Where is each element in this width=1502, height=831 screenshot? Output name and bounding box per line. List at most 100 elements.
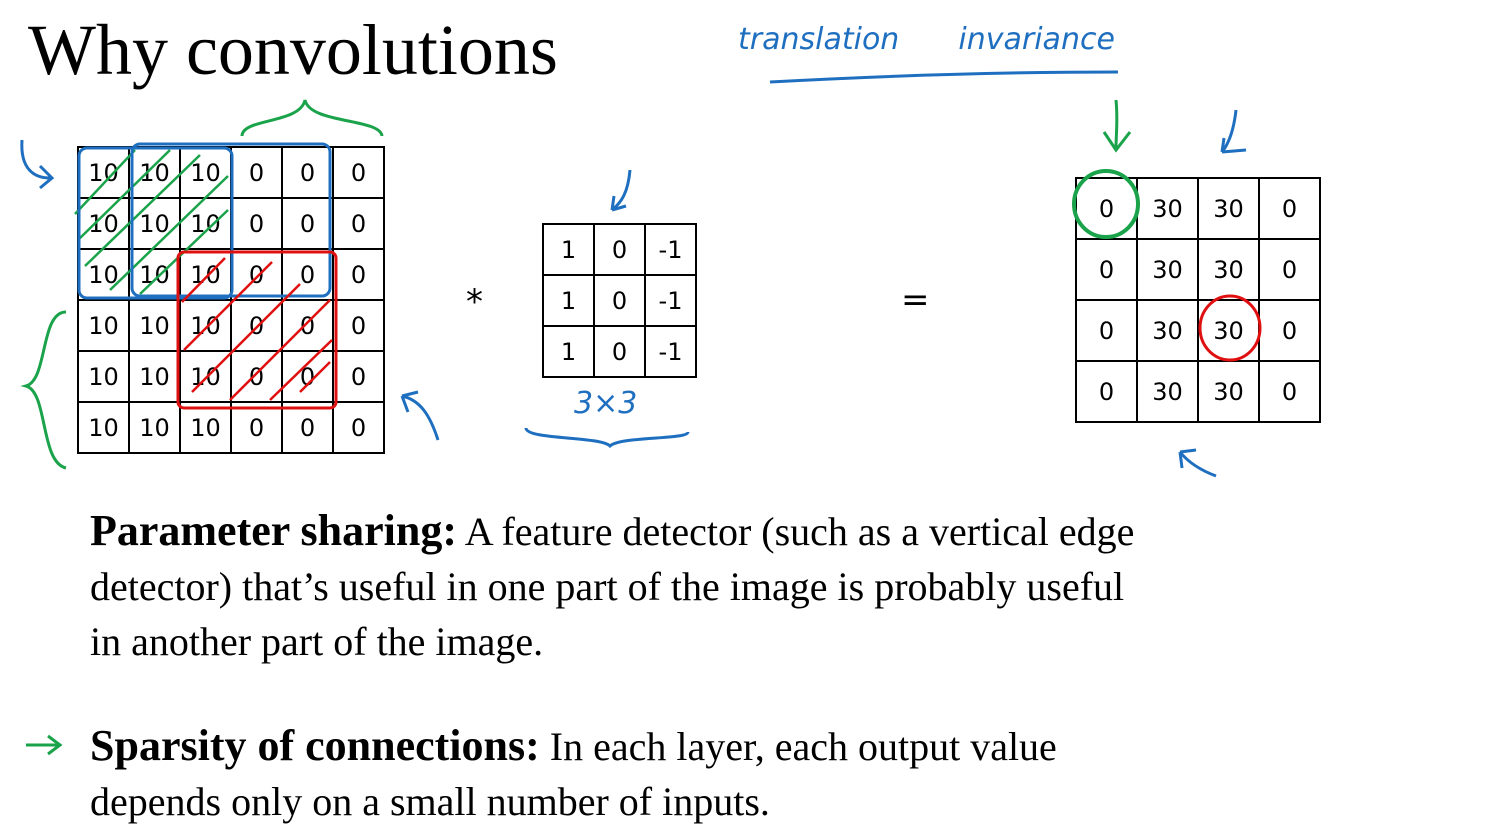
matrix-cell: 0 xyxy=(230,401,283,454)
matrix-cell: 0 xyxy=(1075,177,1138,240)
bullet-arrow-icon xyxy=(26,734,63,756)
point-line: depends only on a small number of inputs… xyxy=(90,779,770,824)
matrix-cell: 0 xyxy=(281,197,334,250)
point-line: detector) that’s useful in one part of t… xyxy=(90,564,1125,609)
matrix-cell: 1 xyxy=(542,325,595,378)
matrix-cell: 30 xyxy=(1136,299,1199,362)
annotation-invariance: invariance xyxy=(958,22,1115,57)
input-top-brace xyxy=(240,99,384,137)
input-left-brace xyxy=(20,310,67,470)
page-title: Why convolutions xyxy=(28,10,558,90)
matrix-cell: 10 xyxy=(77,350,130,403)
point-line: in another part of the image. xyxy=(90,619,544,664)
matrix-cell: 10 xyxy=(77,299,130,352)
annotation-translation: translation xyxy=(738,22,900,57)
parameter-sharing-point: Parameter sharing: A feature detector (s… xyxy=(90,503,1134,669)
matrix-cell: 10 xyxy=(179,197,232,250)
matrix-cell: 10 xyxy=(128,146,181,199)
arrow-left-icon xyxy=(20,139,55,190)
matrix-cell: 0 xyxy=(332,350,385,403)
arrow-output-blue-icon xyxy=(1220,109,1247,154)
matrix-cell: 10 xyxy=(128,350,181,403)
matrix-cell: 10 xyxy=(77,248,130,301)
matrix-cell: 0 xyxy=(281,299,334,352)
matrix-cell: 30 xyxy=(1136,360,1199,423)
matrix-cell: 0 xyxy=(230,197,283,250)
matrix-cell: 0 xyxy=(332,401,385,454)
matrix-cell: 10 xyxy=(179,248,232,301)
point-line: A feature detector (such as a vertical e… xyxy=(464,509,1135,554)
matrix-cell: 10 xyxy=(179,146,232,199)
matrix-cell: 1 xyxy=(542,223,595,276)
matrix-cell: 0 xyxy=(281,401,334,454)
matrix-cell: 0 xyxy=(332,146,385,199)
matrix-cell: 0 xyxy=(1258,238,1321,301)
matrix-cell: 10 xyxy=(77,197,130,250)
matrix-cell: 10 xyxy=(128,248,181,301)
convolution-operator: * xyxy=(466,282,483,322)
matrix-cell: 0 xyxy=(1258,360,1321,423)
matrix-cell: 0 xyxy=(332,248,385,301)
matrix-cell: 10 xyxy=(179,401,232,454)
matrix-cell: 0 xyxy=(332,299,385,352)
annotation-translation-invariance: translation invariance xyxy=(738,22,1115,57)
matrix-cell: 10 xyxy=(128,197,181,250)
arrow-input-icon xyxy=(400,390,440,441)
matrix-cell: -1 xyxy=(644,325,697,378)
matrix-cell: 0 xyxy=(230,248,283,301)
matrix-cell: -1 xyxy=(644,223,697,276)
matrix-cell: 10 xyxy=(77,146,130,199)
matrix-cell: 10 xyxy=(179,350,232,403)
matrix-cell: 10 xyxy=(128,299,181,352)
matrix-cell: 0 xyxy=(593,274,646,327)
matrix-cell: 0 xyxy=(281,248,334,301)
matrix-cell: 30 xyxy=(1197,299,1260,362)
equals-operator: = xyxy=(901,280,930,320)
arrow-output-bottom-icon xyxy=(1178,448,1217,478)
sparsity-point: Sparsity of connections: In each layer, … xyxy=(90,718,1057,829)
filter-bottom-brace xyxy=(524,427,690,449)
matrix-cell: 0 xyxy=(1075,238,1138,301)
matrix-cell: 0 xyxy=(230,299,283,352)
matrix-cell: 0 xyxy=(332,197,385,250)
matrix-cell: 10 xyxy=(128,401,181,454)
annotation-filter-size: 3×3 xyxy=(574,386,638,421)
matrix-cell: 0 xyxy=(593,325,646,378)
matrix-cell: 30 xyxy=(1197,238,1260,301)
point-heading: Parameter sharing: xyxy=(90,506,457,555)
arrow-output-green-icon xyxy=(1102,99,1132,153)
matrix-cell: 1 xyxy=(542,274,595,327)
matrix-cell: -1 xyxy=(644,274,697,327)
matrix-cell: 0 xyxy=(1258,177,1321,240)
matrix-cell: 30 xyxy=(1197,177,1260,240)
matrix-cell: 30 xyxy=(1197,360,1260,423)
point-heading: Sparsity of connections: xyxy=(90,721,540,770)
matrix-cell: 0 xyxy=(230,146,283,199)
matrix-cell: 0 xyxy=(281,350,334,403)
point-line: In each layer, each output value xyxy=(549,724,1057,769)
matrix-cell: 0 xyxy=(1075,360,1138,423)
matrix-cell: 30 xyxy=(1136,238,1199,301)
matrix-cell: 0 xyxy=(593,223,646,276)
matrix-cell: 0 xyxy=(1258,299,1321,362)
matrix-cell: 0 xyxy=(230,350,283,403)
matrix-cell: 0 xyxy=(281,146,334,199)
arrow-filter-icon xyxy=(610,169,632,212)
matrix-cell: 10 xyxy=(77,401,130,454)
